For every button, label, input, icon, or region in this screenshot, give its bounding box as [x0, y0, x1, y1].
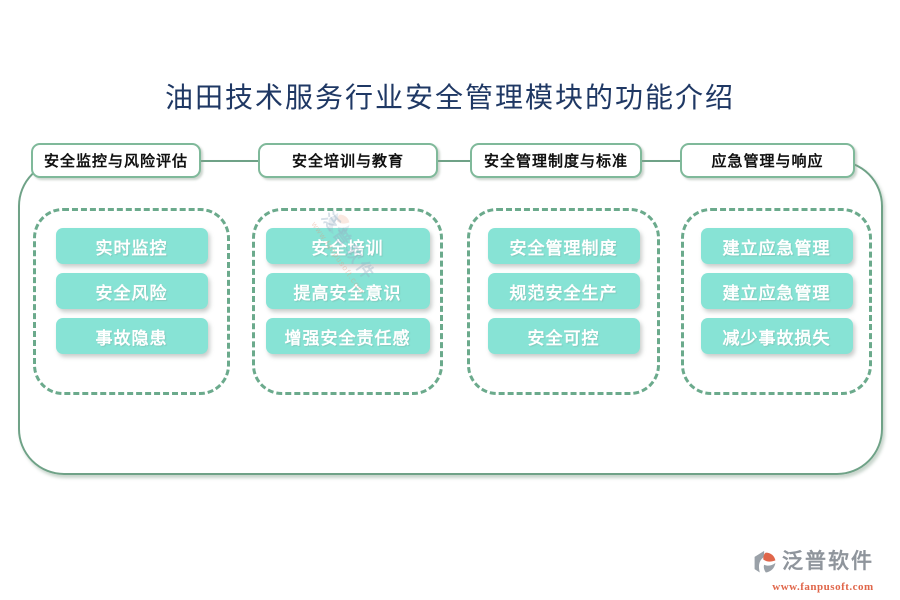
feature-item: 安全风险 — [55, 273, 208, 309]
feature-item: 建立应急管理 — [700, 228, 853, 264]
page-title: 油田技术服务行业安全管理模块的功能介绍 — [164, 83, 735, 114]
fanpu-logo-url: www.fanpusoft.com — [772, 581, 874, 593]
feature-item: 实时监控 — [55, 228, 208, 264]
feature-item: 增强安全责任感 — [265, 318, 430, 354]
column-header-emergency-response: 应急管理与响应 — [680, 143, 855, 178]
fanpu-logo-icon — [752, 548, 778, 583]
feature-item: 减少事故损失 — [700, 318, 853, 354]
column-header-safety-training: 安全培训与教育 — [258, 143, 438, 178]
feature-item: 安全可控 — [487, 318, 640, 354]
feature-item: 规范安全生产 — [487, 273, 640, 309]
feature-item: 事故隐患 — [55, 318, 208, 354]
group-safety-training: 安全培训 提高安全意识 增强安全责任感 — [252, 208, 443, 395]
fanpu-logo: 泛普软件 www.fanpusoft.com — [752, 548, 894, 593]
group-safety-monitoring: 实时监控 安全风险 事故隐患 — [33, 208, 230, 395]
group-safety-standards: 安全管理制度 规范安全生产 安全可控 — [467, 208, 660, 395]
feature-item: 安全培训 — [265, 228, 430, 264]
fanpu-logo-name: 泛普软件 — [782, 550, 874, 573]
feature-item: 建立应急管理 — [700, 273, 853, 309]
feature-item: 安全管理制度 — [487, 228, 640, 264]
outer-frame — [18, 160, 883, 475]
column-header-safety-standards: 安全管理制度与标准 — [470, 143, 642, 178]
group-emergency-response: 建立应急管理 建立应急管理 减少事故损失 — [681, 208, 872, 395]
feature-item: 提高安全意识 — [265, 273, 430, 309]
column-header-safety-monitoring: 安全监控与风险评估 — [31, 143, 201, 178]
